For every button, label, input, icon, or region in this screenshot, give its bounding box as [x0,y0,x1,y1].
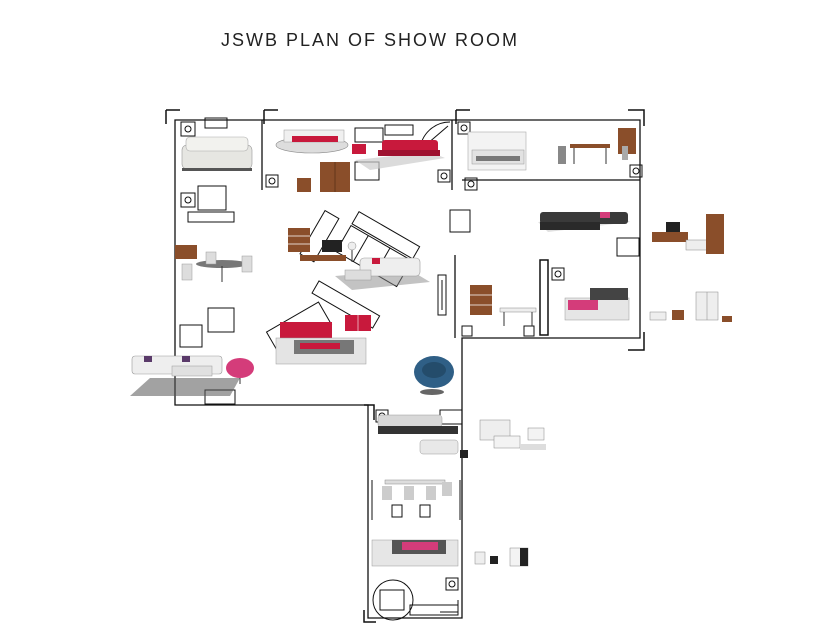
dining-table-icon [175,245,253,282]
chair-icon [414,356,454,395]
dining-table-icon [382,479,452,500]
bed-icon [275,315,371,365]
cabinet-icon [470,285,537,326]
sofa-icon [181,136,253,171]
cabinet-icon [297,162,350,192]
outline-furniture [179,117,640,616]
corner-brackets [165,109,645,623]
sofa-icon [377,414,468,458]
column-icon [180,121,643,591]
sofa-icon [130,355,240,396]
cabinet-icon [288,228,357,262]
bed-icon [371,539,459,567]
walls [174,119,641,619]
bed-icon [467,131,527,171]
page-title: JSWB PLAN OF SHOW ROOM [220,30,519,50]
cabinet-icon [649,214,732,322]
bed-icon [564,288,630,321]
sofa-icon [355,140,445,170]
sofa-icon [538,212,630,232]
bed-icon [275,129,366,154]
sofa-icon [335,257,430,290]
cabinet-icon [474,419,546,567]
dining-table-icon [558,128,636,164]
outer-wall [174,119,641,619]
chair-icon [226,358,254,384]
